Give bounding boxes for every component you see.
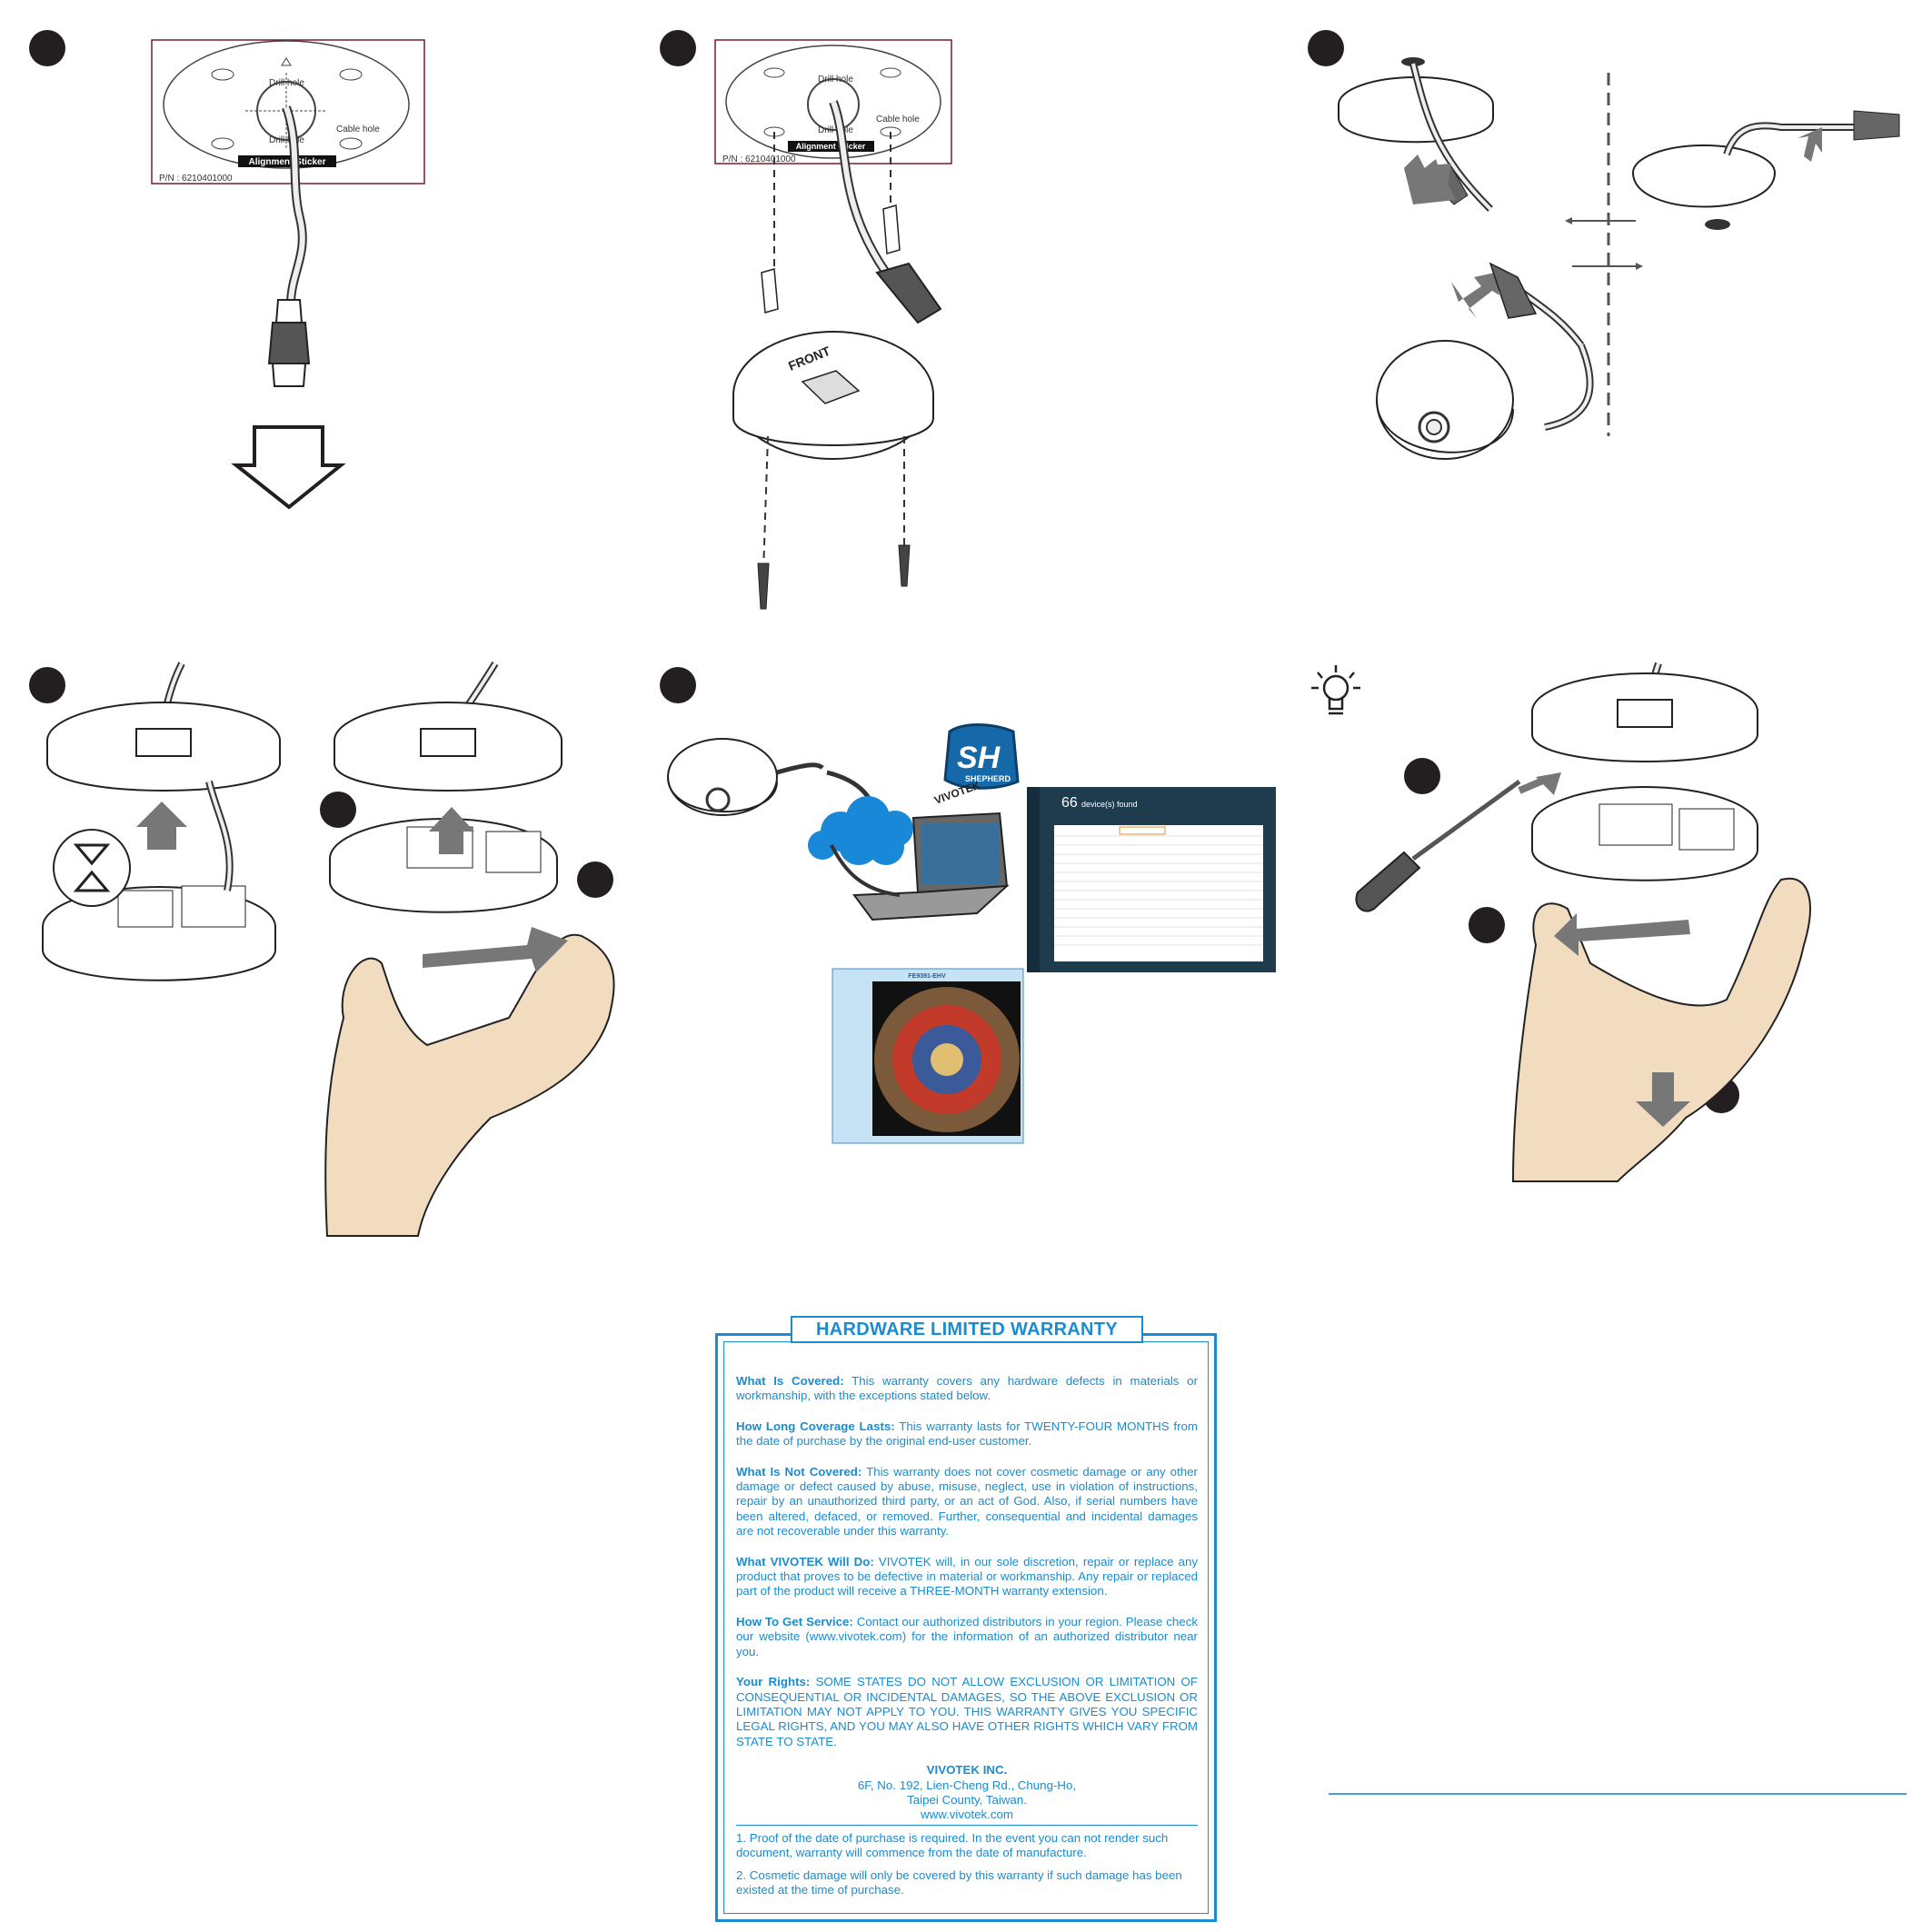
shepherd-logo-sub: SHEPHERD: [965, 774, 1011, 783]
warranty-section-text: This warranty covers any hardware defect…: [736, 1374, 1198, 1403]
shepherd-logo-letters: SH: [957, 741, 1001, 775]
step-3-marker: [1308, 30, 1344, 66]
warranty-section-text: This warranty does not cover cosmetic da…: [736, 1464, 1198, 1539]
warranty-section-service: How To Get Service: Contact our authoriz…: [736, 1615, 1198, 1659]
devices-found-label: device(s) found: [1081, 800, 1138, 809]
company-address-line-1: 6F, No. 192, Lien-Cheng Rd., Chung-Ho,: [857, 1778, 1077, 1792]
drill-hole-bottom-label: Drill hole: [269, 135, 304, 145]
divider-rule: [1329, 1793, 1907, 1795]
step-5-marker: [660, 667, 696, 703]
arrow-up-right: [1798, 127, 1822, 162]
down-arrow-tip: [1636, 1072, 1690, 1127]
lift-arrow-2: [429, 807, 474, 854]
step-2-marker: [660, 30, 696, 66]
warranty-section-text: VIVOTEK will, in our sole discretion, re…: [736, 1554, 1198, 1598]
warranty-section-text: Contact our authorized distributors in y…: [736, 1614, 1198, 1658]
lift-arrow: [136, 802, 187, 850]
drill-hole-top-label: Drill hole: [269, 78, 304, 88]
laptop-icon: [830, 812, 1010, 921]
cable-hole-label: Cable hole: [336, 124, 380, 134]
alignment-sticker-title-2: Alignment Sticker: [796, 142, 866, 151]
warranty-section-text: SOME STATES DO NOT ALLOW EXCLUSION OR LI…: [736, 1675, 1199, 1748]
warranty-note-1: 1. Proof of the date of purchase is requ…: [736, 1831, 1169, 1860]
arrow-down-left: [1451, 273, 1499, 318]
rotate-arrow-tip: [1554, 913, 1690, 956]
alignment-sticker-title: Alignment Sticker: [248, 157, 325, 167]
step-1-marker: [29, 30, 65, 66]
devices-count: 66: [1061, 795, 1078, 811]
warranty-section-head: What Is Not Covered:: [736, 1464, 862, 1479]
tip-step-b-marker: [1469, 907, 1505, 943]
step-4-marker: [29, 667, 65, 703]
warranty-body: What Is Covered: This warranty covers an…: [736, 1374, 1198, 1823]
step-4a-marker: [320, 792, 356, 828]
warranty-section-head: What VIVOTEK Will Do:: [736, 1554, 874, 1569]
warranty-section-head: Your Rights:: [736, 1675, 811, 1689]
sticker-part-number-2: P/N : 6210401000: [722, 154, 796, 164]
shepherd-logo: SH SHEPHERD VIVOTEK: [932, 723, 1020, 807]
warranty-title: HARDWARE LIMITED WARRANTY: [791, 1316, 1143, 1343]
cloud-icon: [808, 796, 913, 865]
company-block: VIVOTEK INC. 6F, No. 192, Lien-Cheng Rd.…: [736, 1763, 1198, 1823]
warranty-section-head: How To Get Service:: [736, 1614, 853, 1628]
warranty-section-covered: What Is Covered: This warranty covers an…: [736, 1374, 1198, 1404]
next-step-arrow: [231, 425, 346, 510]
warranty-note-2: 2. Cosmetic damage will only be covered …: [736, 1867, 1182, 1897]
step-4b-marker: [577, 861, 613, 898]
warranty-notes: 1. Proof of the date of purchase is requ…: [736, 1825, 1198, 1906]
warranty-section-text: This warranty lasts for TWENTY-FOUR MONT…: [736, 1419, 1198, 1449]
warranty-section-not-covered: What Is Not Covered: This warranty does …: [736, 1465, 1198, 1539]
cable-hole-label-2: Cable hole: [876, 115, 920, 124]
company-name: VIVOTEK INC.: [926, 1763, 1008, 1778]
warranty-section-rights: Your Rights: SOME STATES DO NOT ALLOW EX…: [736, 1675, 1198, 1749]
warranty-box: HARDWARE LIMITED WARRANTY What Is Covere…: [715, 1316, 1217, 1922]
drill-hole-top-label-2: Drill hole: [818, 75, 853, 85]
warranty-section-head: How Long Coverage Lasts:: [736, 1419, 895, 1433]
warranty-section-vivotek-will-do: What VIVOTEK Will Do: VIVOTEK will, in o…: [736, 1555, 1198, 1599]
drill-hole-bottom-label-2: Drill hole: [818, 125, 853, 135]
company-address-line-2: Taipei County, Taiwan.: [907, 1792, 1027, 1807]
tip-step-a-marker: [1404, 758, 1440, 794]
warranty-section-duration: How Long Coverage Lasts: This warranty l…: [736, 1419, 1198, 1449]
viewer-title: FE9391-EHV: [908, 973, 946, 980]
company-website: www.vivotek.com: [921, 1808, 1013, 1822]
rotate-arrow: [423, 927, 568, 972]
arrow-up-left: [1411, 164, 1451, 200]
sticker-part-number: P/N : 6210401000: [159, 174, 233, 184]
warranty-section-head: What Is Covered:: [736, 1374, 844, 1388]
